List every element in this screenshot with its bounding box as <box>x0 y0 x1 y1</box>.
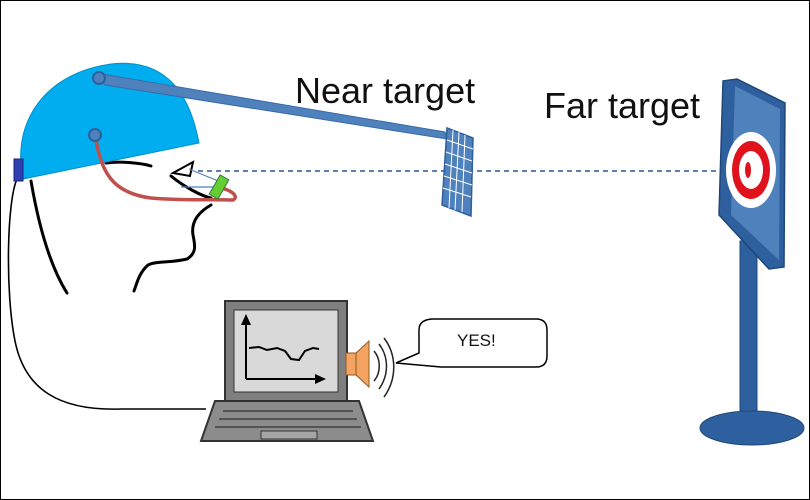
sensor-icon <box>208 174 230 200</box>
trace-plot-icon <box>241 314 326 384</box>
tube-pivot-icon <box>88 128 102 142</box>
sensor-tube <box>93 133 237 202</box>
rod-pivot-icon <box>92 71 106 85</box>
eye-icon <box>170 160 195 178</box>
bullseye-icon <box>726 132 776 208</box>
cable <box>7 178 206 410</box>
near-target-label: Near target <box>295 70 476 111</box>
far-target-label: Far target <box>544 85 701 126</box>
head-silhouette-icon <box>29 160 213 295</box>
speaker-icon <box>345 337 395 398</box>
head-clip-icon <box>13 158 24 182</box>
speech-bubble <box>395 318 548 368</box>
near-target-grid-icon <box>441 126 474 218</box>
speech-bubble-text: YES! <box>457 331 496 350</box>
far-target-stand <box>699 240 805 446</box>
